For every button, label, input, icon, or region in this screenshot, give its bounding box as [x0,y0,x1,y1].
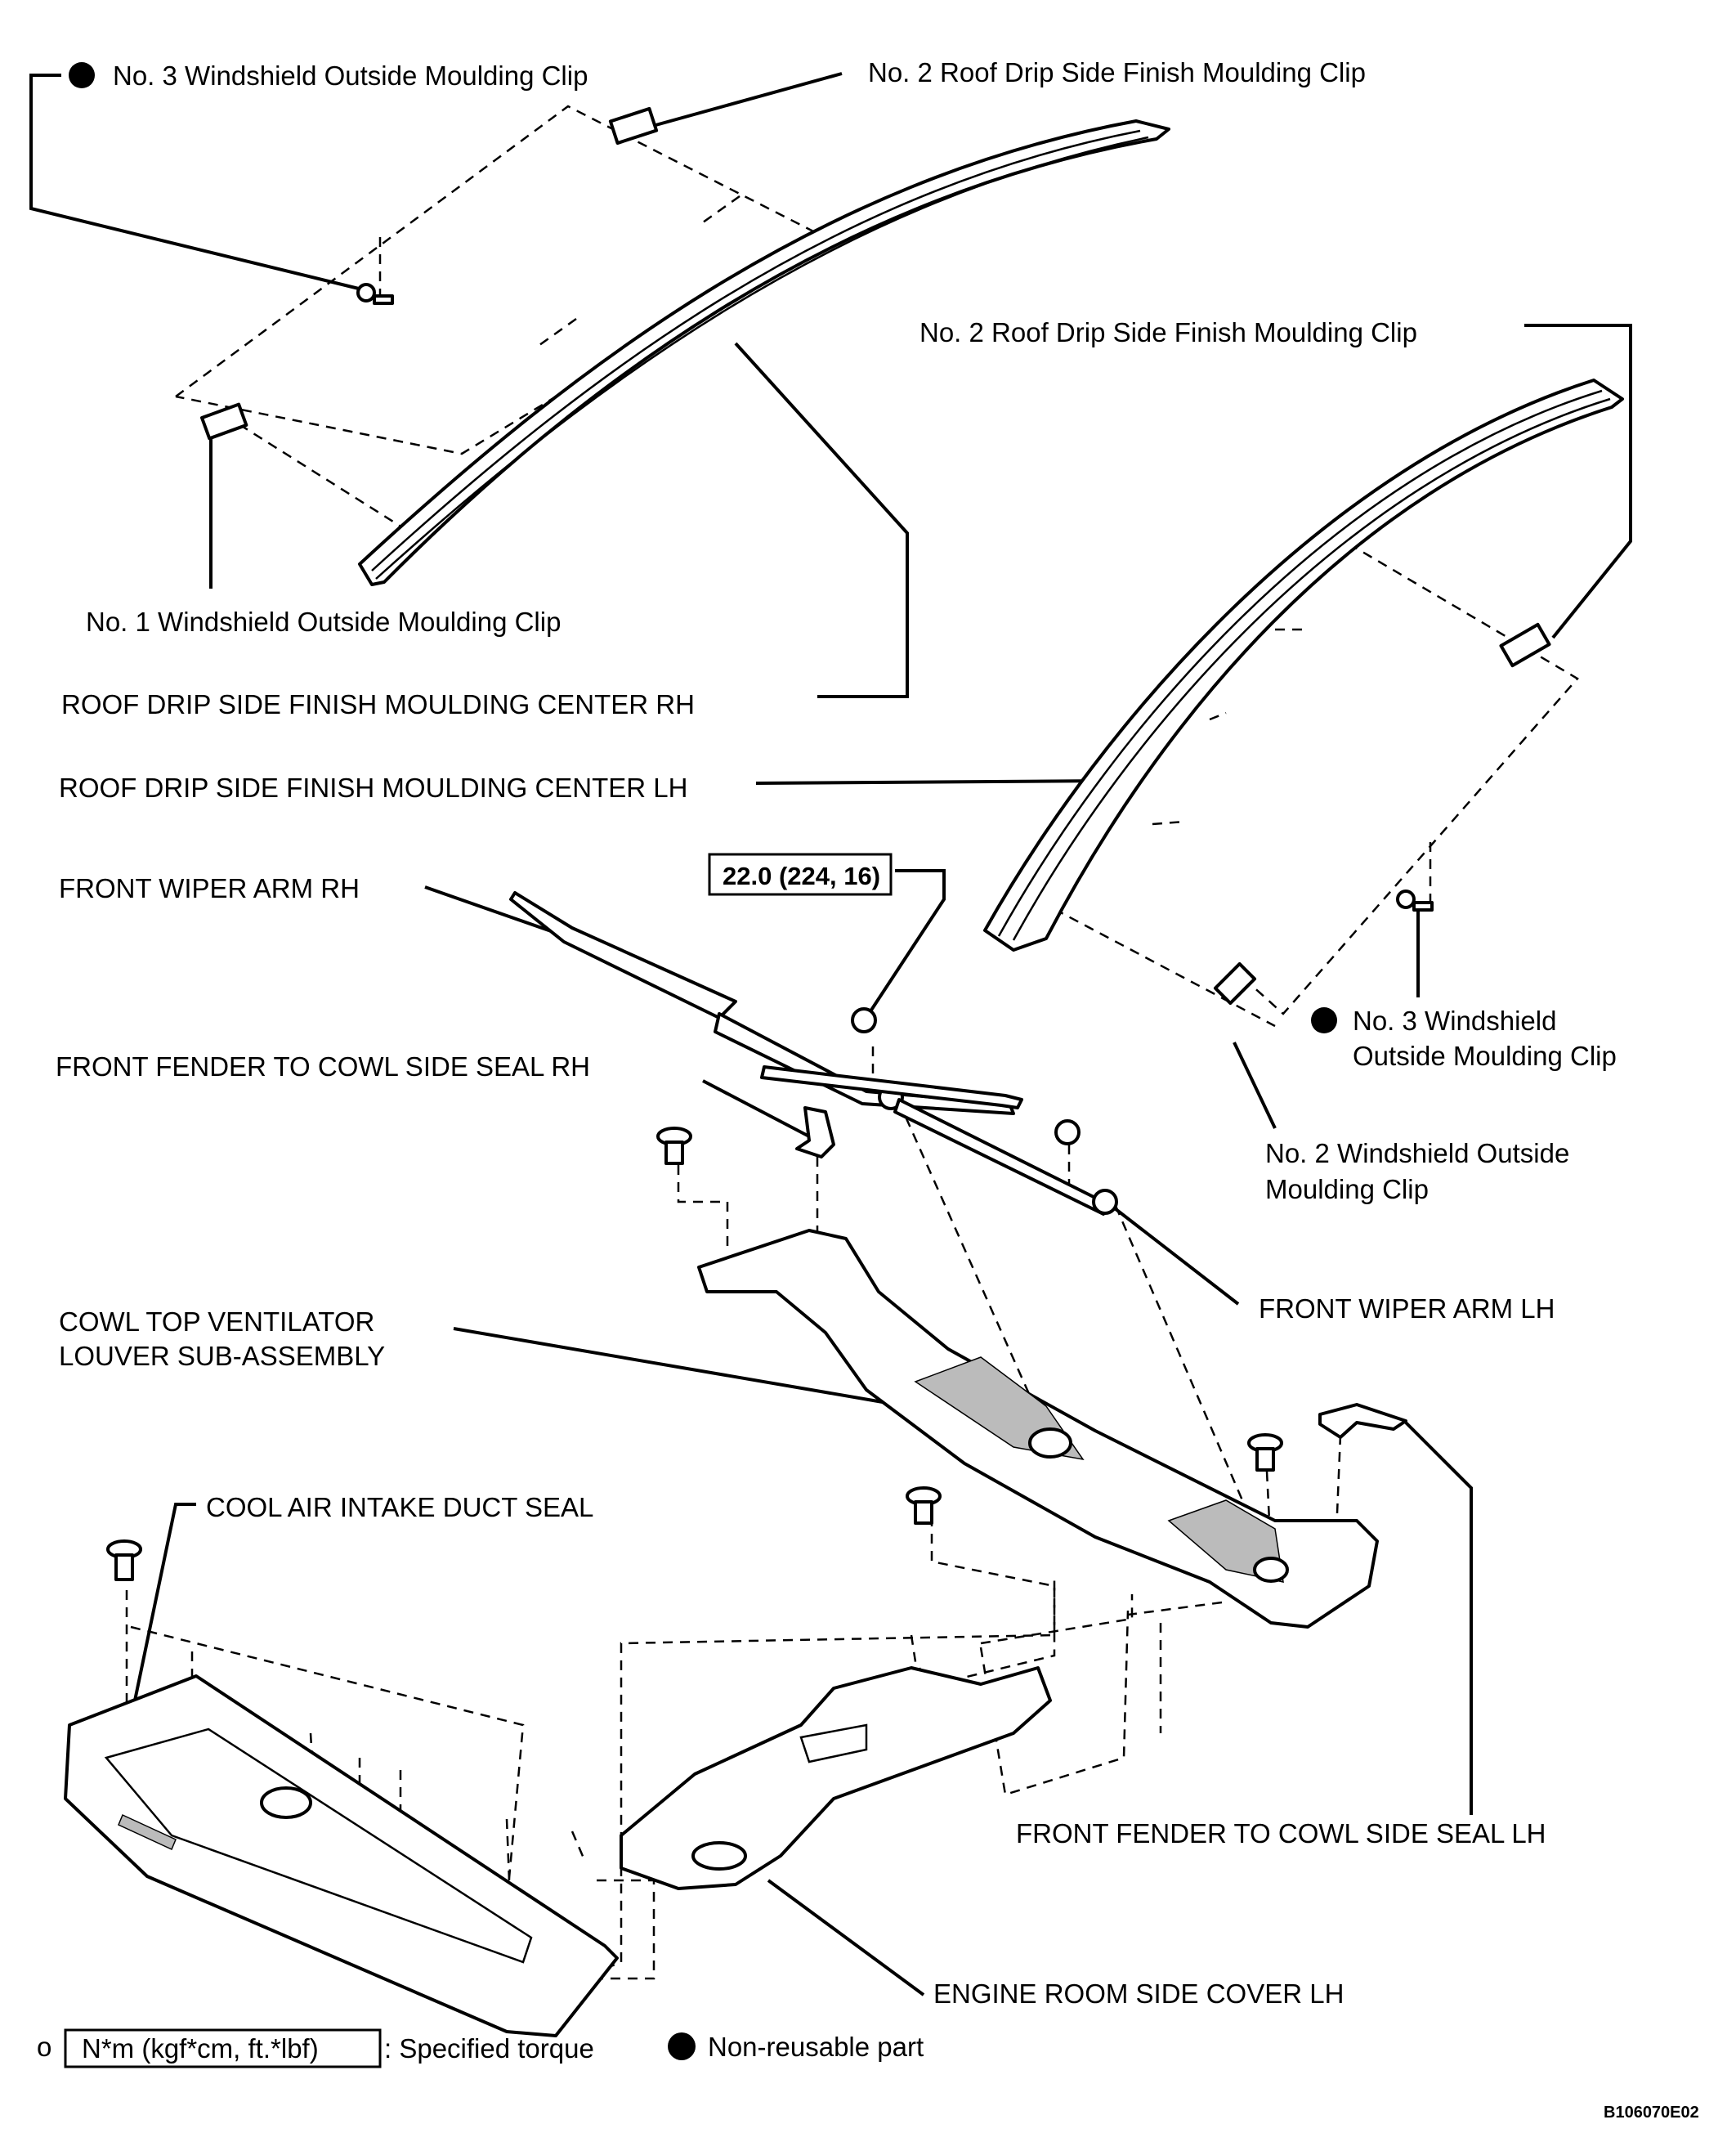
leader-lines [29,72,1632,1996]
label-no3-clip-right-1: No. 3 Windshield [1353,1006,1556,1036]
label-seal-rh: FRONT FENDER TO COWL SIDE SEAL RH [56,1051,590,1082]
label-no2-roof-clip-right: No. 2 Roof Drip Side Finish Moulding Cli… [919,317,1417,347]
label-engine-cover: ENGINE ROOM SIDE COVER LH [933,1978,1344,2009]
wiper-arm-lh [760,1065,1118,1216]
moulding-clip-icon [1213,961,1257,1006]
cowl-top-ventilator-louver [697,1229,1379,1629]
label-cool-air: COOL AIR INTAKE DUCT SEAL [206,1492,593,1522]
legend-nonreusable-text: Non-reusable part [708,2032,924,2062]
push-clip-icon [1247,1433,1283,1472]
label-wiper-rh: FRONT WIPER ARM RH [59,873,360,903]
non-reusable-dot-icon [1311,1007,1337,1033]
label-roof-center-rh: ROOF DRIP SIDE FINISH MOULDING CENTER RH [61,689,695,719]
torque-symbol-icon: o [37,2032,51,2062]
nut-icon [1054,1119,1081,1145]
label-no2-roof-clip-top: No. 2 Roof Drip Side Finish Moulding Cli… [868,57,1366,87]
label-no1-clip: No. 1 Windshield Outside Moulding Clip [86,607,561,637]
moulding-clip-icon [608,106,659,146]
label-cowl-2: LOUVER SUB-ASSEMBLY [59,1341,385,1371]
legend-torque-box [64,2028,382,2068]
legend-torque-unit: N*m (kgf*cm, ft.*lbf) [82,2033,319,2064]
label-torque-value: 22.0 (224, 16) [723,862,880,890]
moulding-clip-icon [200,402,248,441]
label-cowl-1: COWL TOP VENTILATOR [59,1306,374,1337]
non-reusable-dot-icon [668,2032,696,2060]
nut-icon [851,1007,877,1033]
figure-code: B106070E02 [1604,2104,1699,2122]
label-no2-clip-1: No. 2 Windshield Outside [1265,1138,1569,1168]
moulding-clip-icon [1499,622,1551,668]
label-no3-clip-top: No. 3 Windshield Outside Moulding Clip [113,60,588,91]
push-clip-icon [106,1539,142,1581]
fender-seal-rh [795,1106,835,1158]
non-reusable-dot-icon [69,62,95,88]
label-seal-lh: FRONT FENDER TO COWL SIDE SEAL LH [1016,1818,1546,1849]
push-clip-icon [906,1486,942,1525]
label-roof-center-lh: ROOF DRIP SIDE FINISH MOULDING CENTER LH [59,773,687,803]
label-no2-clip-2: Moulding Clip [1265,1174,1429,1204]
engine-room-side-cover-lh [620,1666,1052,1890]
push-clip-icon [1396,890,1434,912]
push-clip-icon [656,1127,692,1165]
roof-drip-moulding-lh [983,379,1624,952]
fender-seal-lh [1318,1403,1407,1439]
torque-box [708,853,893,896]
push-clip-icon [356,283,394,305]
label-no3-clip-right-2: Outside Moulding Clip [1353,1041,1617,1071]
legend-torque-text: : Specified torque [384,2033,594,2064]
roof-drip-moulding-rh [358,119,1170,586]
cool-air-intake-duct-seal [64,1674,619,2037]
label-wiper-lh: FRONT WIPER ARM LH [1259,1293,1555,1324]
